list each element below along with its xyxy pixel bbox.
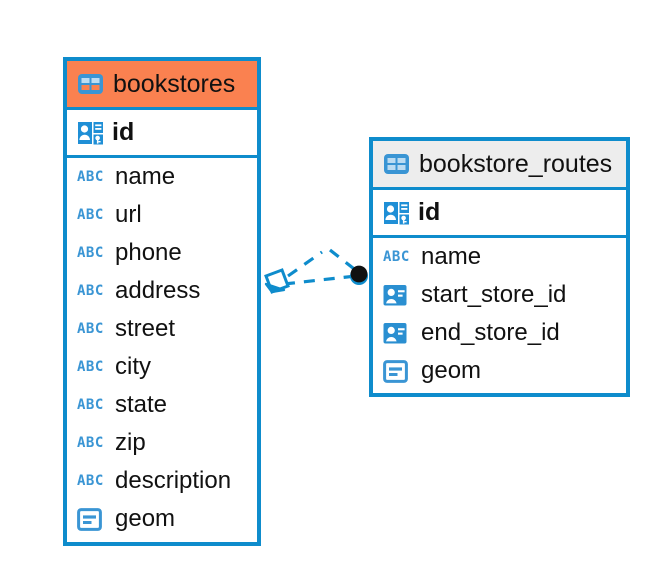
field-row-start-store-id[interactable]: start_store_id: [373, 276, 626, 314]
field-label: city: [115, 353, 151, 380]
field-row-url[interactable]: ABC url: [67, 196, 257, 234]
abc-icon: ABC: [77, 169, 104, 185]
table-icon: [77, 73, 104, 95]
field-label: phone: [115, 239, 182, 266]
entity-bookstores[interactable]: bookstores id ABC: [63, 57, 261, 546]
primary-key-icon: [383, 200, 410, 226]
field-row-phone[interactable]: ABC phone: [67, 234, 257, 272]
field-label: start_store_id: [421, 281, 567, 308]
field-row-description[interactable]: ABC description: [67, 462, 257, 500]
abc-icon: ABC: [77, 435, 104, 451]
field-label: geom: [115, 505, 176, 532]
field-label: description: [115, 467, 232, 494]
field-row-zip[interactable]: ABC zip: [67, 424, 257, 462]
field-label: zip: [115, 429, 146, 456]
abc-icon: ABC: [77, 245, 104, 261]
field-label: name: [421, 243, 482, 270]
entity-title: bookstore_routes: [419, 149, 613, 178]
field-label: state: [115, 391, 168, 418]
geometry-icon: [383, 359, 413, 383]
filled-circle-marker: [350, 265, 368, 285]
field-row-city[interactable]: ABC city: [67, 348, 257, 386]
foreign-key-icon: [383, 284, 413, 307]
field-label: url: [115, 201, 142, 228]
abc-icon: ABC: [77, 473, 104, 489]
field-label: name: [115, 163, 176, 190]
abc-icon: ABC: [77, 397, 104, 413]
field-label: geom: [421, 357, 482, 384]
field-label: id: [112, 118, 135, 146]
field-row-name[interactable]: ABC name: [67, 158, 257, 196]
relationship-line-middle: [283, 274, 357, 286]
field-label: address: [115, 277, 201, 304]
diamond-marker: [264, 268, 290, 294]
abc-icon: ABC: [77, 359, 104, 375]
entity-bookstore-routes[interactable]: bookstore_routes id ABC: [369, 137, 630, 397]
entity-header-bookstores[interactable]: bookstores: [67, 61, 257, 110]
abc-icon: ABC: [383, 249, 410, 265]
field-row-geom[interactable]: geom: [67, 500, 257, 538]
table-icon: [383, 153, 410, 175]
abc-icon: ABC: [77, 207, 104, 223]
relationship-line-upper-left: [287, 250, 323, 278]
field-row-address[interactable]: ABC address: [67, 272, 257, 310]
field-row-state[interactable]: ABC state: [67, 386, 257, 424]
field-row-primary-key[interactable]: id: [67, 110, 257, 158]
field-row-name[interactable]: ABC name: [373, 238, 626, 276]
primary-key-icon: [77, 120, 104, 146]
field-label: id: [418, 198, 441, 226]
field-row-street[interactable]: ABC street: [67, 310, 257, 348]
field-row-primary-key[interactable]: id: [373, 190, 626, 238]
field-label: street: [115, 315, 176, 342]
geometry-icon: [77, 507, 107, 531]
relationship-line-upper-right: [329, 248, 359, 274]
abc-icon: ABC: [77, 283, 104, 299]
foreign-key-icon: [383, 322, 413, 345]
field-label: end_store_id: [421, 319, 560, 346]
field-row-geom[interactable]: geom: [373, 352, 626, 390]
entity-header-bookstore-routes[interactable]: bookstore_routes: [373, 141, 626, 190]
field-row-end-store-id[interactable]: end_store_id: [373, 314, 626, 352]
abc-icon: ABC: [77, 321, 104, 337]
entity-title: bookstores: [113, 69, 236, 98]
